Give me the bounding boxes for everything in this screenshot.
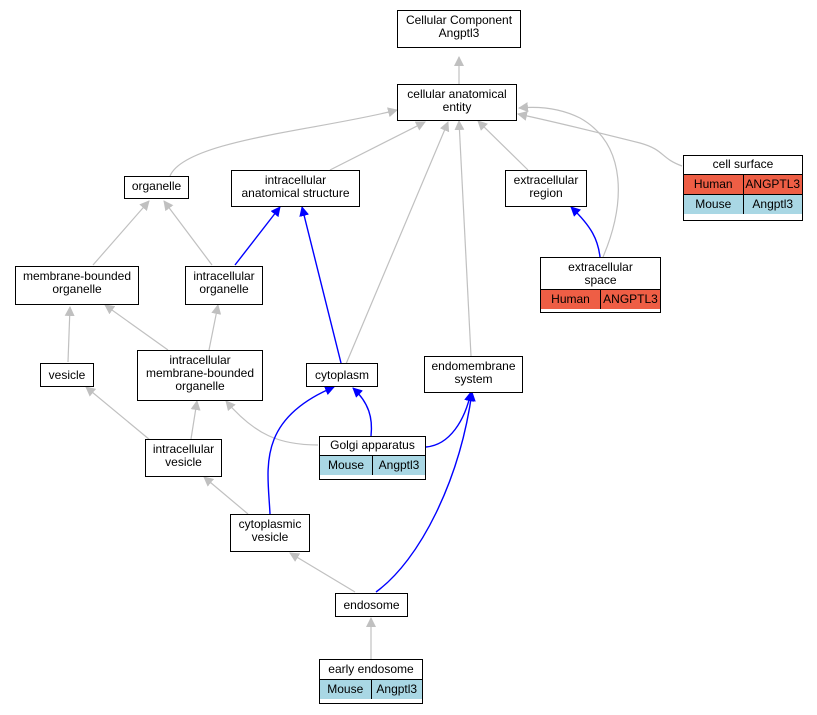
node-label-line: vesicle <box>165 455 202 469</box>
node-label-line: region <box>529 186 563 200</box>
node-label: organelle <box>131 179 182 193</box>
edge-endosome-cv <box>289 552 356 593</box>
node-label-line: space <box>584 273 617 287</box>
edge-ias-cae <box>329 121 426 171</box>
node-label: Golgi apparatus <box>330 438 415 452</box>
node-label-line: organelle <box>52 282 102 296</box>
node-cell-surface[interactable]: cell surface Human ANGPTL3 Mouse Angptl3 <box>683 155 803 221</box>
gene-symbol: ANGPTL3 <box>600 290 660 309</box>
annotation-row-human: Human ANGPTL3 <box>684 174 802 194</box>
node-label-line: membrane-bounded <box>22 269 132 283</box>
node-label-line: vesicle <box>251 530 289 544</box>
node-cytoplasm[interactable]: cytoplasm <box>306 363 378 387</box>
edge-organelle-cae <box>169 107 398 177</box>
node-label-line: intracellular <box>193 269 255 283</box>
gene-symbol: Angptl3 <box>742 195 803 214</box>
edge-endosome-endomembrane <box>375 391 476 593</box>
edge-io-organelle <box>163 200 213 266</box>
node-label-line: membrane-bounded <box>145 366 255 380</box>
node-label-line: organelle <box>199 282 249 296</box>
gene-symbol: ANGPTL3 <box>742 175 803 194</box>
node-label-line: intracellular <box>169 353 231 367</box>
node-organelle[interactable]: organelle <box>124 176 189 199</box>
edge-cv-iv <box>203 476 249 515</box>
node-golgi-apparatus[interactable]: Golgi apparatus Mouse Angptl3 <box>319 436 426 480</box>
annotation-row-mouse: Mouse Angptl3 <box>320 679 422 699</box>
node-label-line: intracellular <box>264 173 327 187</box>
node-label-line: system <box>454 372 493 386</box>
annotation-row-human: Human ANGPTL3 <box>541 289 660 309</box>
node-label: vesicle <box>48 368 86 382</box>
node-early-endosome[interactable]: early endosome Mouse Angptl3 <box>319 659 423 704</box>
edge-cv-cytoplasm <box>267 385 335 515</box>
node-label-line: organelle <box>175 379 225 393</box>
node-label-line: anatomical structure <box>241 186 350 200</box>
edge-golgi-imbo <box>225 400 319 446</box>
edge-ecr-cae <box>477 120 529 171</box>
edge-ecs-cae <box>518 102 619 258</box>
node-label-line: Angptl3 <box>438 26 480 40</box>
node-label: early endosome <box>328 662 414 676</box>
node-label-line: entity <box>442 100 472 114</box>
edge-vesicle-mbo <box>64 306 75 363</box>
edge-golgi-cytoplasm <box>352 387 373 437</box>
species-label: Mouse <box>695 197 732 211</box>
edge-ecs-ecr <box>570 206 601 258</box>
node-label: cytoplasm <box>314 368 370 382</box>
edge-iv-imbo <box>190 400 201 440</box>
species-label: Human <box>693 177 733 191</box>
edge-endomembrane-cae <box>454 120 472 357</box>
node-vesicle[interactable]: vesicle <box>40 363 94 387</box>
edge-cellsurface-cae <box>517 110 683 167</box>
node-label-line: extracellular <box>568 260 633 274</box>
node-label-line: cytoplasmic <box>238 517 302 531</box>
annotation-row-mouse: Mouse Angptl3 <box>684 194 802 214</box>
gene-symbol: Angptl3 <box>372 456 425 475</box>
annotation-row-mouse: Mouse Angptl3 <box>320 455 425 475</box>
species-label: Mouse <box>327 682 364 696</box>
node-label: cell surface <box>712 157 774 171</box>
gene-symbol: Angptl3 <box>370 680 423 699</box>
node-label-line: Cellular Component <box>405 13 513 27</box>
edge-mbo-organelle <box>92 200 150 266</box>
node-label-line: cellular anatomical <box>407 87 507 101</box>
edge-cytoplasm-ias <box>299 206 342 364</box>
edge-iv-vesicle <box>85 386 151 441</box>
edge-cytoplasm-cae <box>345 121 450 365</box>
edge-golgi-endomembrane <box>425 391 475 448</box>
species-label: Human <box>551 292 590 306</box>
node-label-line: endomembrane <box>431 359 516 373</box>
node-label: endosome <box>343 598 400 612</box>
edge-imbo-mbo <box>104 304 169 351</box>
edge-imbo-io <box>208 304 222 351</box>
node-label-line: intracellular <box>152 442 215 456</box>
node-label-line: extracellular <box>513 173 579 187</box>
species-label: Mouse <box>327 458 365 472</box>
edge-io-ias <box>234 206 281 266</box>
node-endosome[interactable]: endosome <box>335 593 408 617</box>
